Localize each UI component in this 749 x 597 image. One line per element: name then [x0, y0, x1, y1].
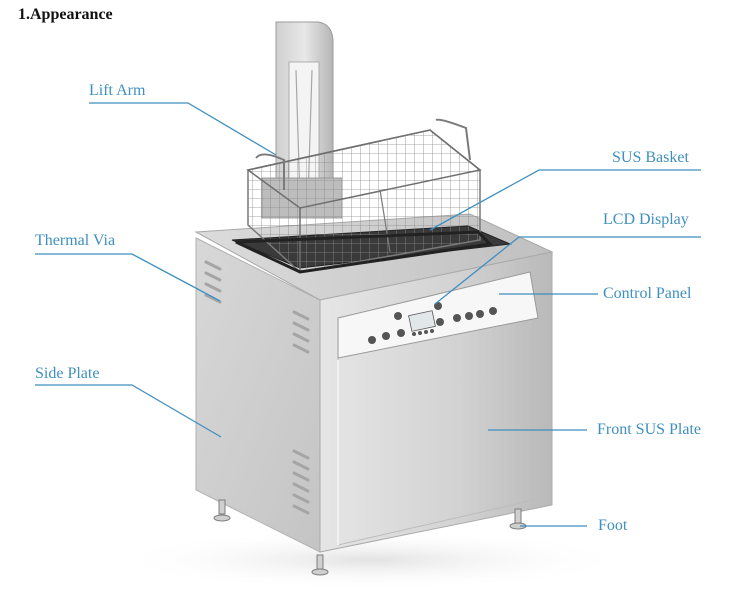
lcd-display: [408, 310, 436, 332]
label-front-sus-plate: Front SUS Plate: [597, 421, 702, 438]
label-lift-arm: Lift Arm: [89, 82, 146, 99]
floor-shadow: [110, 530, 630, 590]
leader-sus-basket: [429, 169, 701, 231]
label-thermal-via: Thermal Via: [35, 232, 116, 249]
sus-basket: [235, 118, 494, 274]
leader-thermal-via: [35, 253, 221, 302]
label-side-plate: Side Plate: [35, 365, 100, 382]
label-sus-basket: SUS Basket: [612, 149, 689, 166]
feet: [213, 499, 527, 576]
control-panel: [337, 271, 539, 359]
label-foot: Foot: [598, 517, 628, 534]
leader-lcd-display: [434, 236, 701, 305]
section-title: 1.Appearance: [18, 6, 113, 23]
label-control-panel: Control Panel: [603, 285, 692, 302]
thermal-via-vents: [204, 260, 310, 354]
label-lcd-display: LCD Display: [603, 211, 689, 228]
leader-side-plate: [35, 384, 222, 438]
leader-lines: [35, 102, 701, 527]
leader-lift-arm: [89, 102, 277, 156]
lower-vents: [292, 449, 310, 515]
